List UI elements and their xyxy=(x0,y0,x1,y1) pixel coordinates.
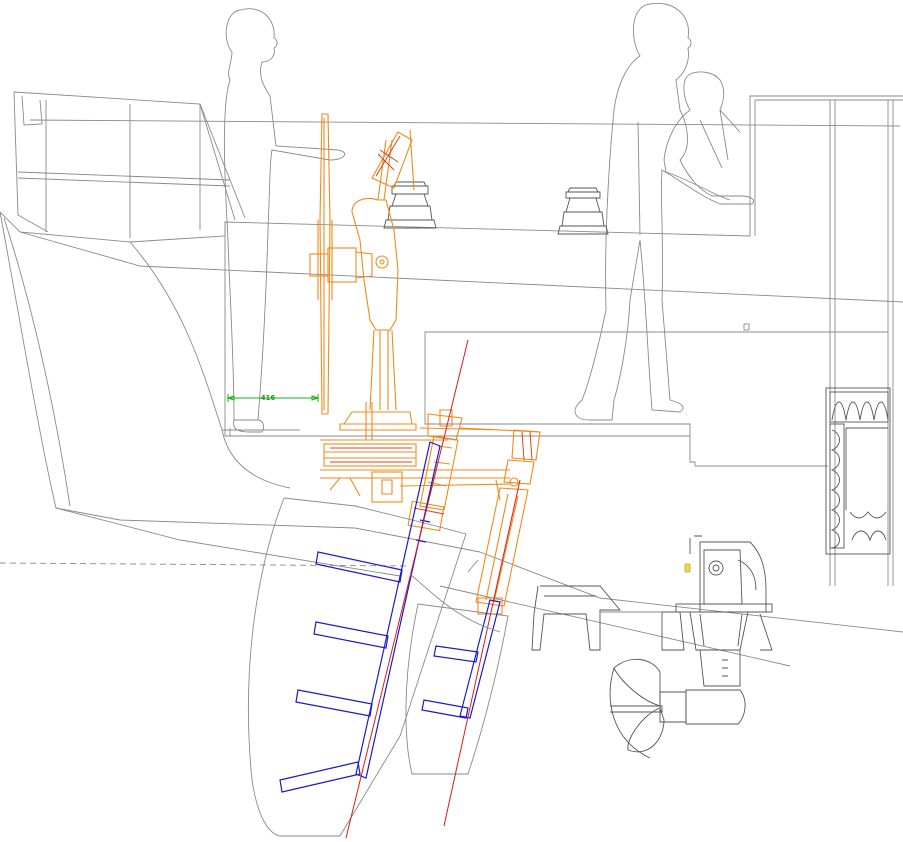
dimension-line: 416 xyxy=(226,394,320,402)
marker xyxy=(684,563,691,573)
insulation-panel xyxy=(825,387,891,555)
steering-linkage xyxy=(320,443,519,503)
skeg-outlines xyxy=(247,497,509,837)
railing xyxy=(13,91,901,238)
rudder-aft xyxy=(421,599,501,719)
rudder-stock-aft xyxy=(419,427,541,615)
steering-pedestal xyxy=(309,113,448,441)
winch-aft xyxy=(557,187,609,235)
hull-outline xyxy=(0,95,903,667)
rudder-axes xyxy=(345,339,521,839)
rudder-forward xyxy=(279,441,441,793)
person-seated xyxy=(663,71,741,201)
dimension-label: 416 xyxy=(261,394,276,402)
person-helmsman xyxy=(223,8,346,433)
saildrive xyxy=(659,535,773,725)
engine-mount xyxy=(531,585,685,651)
propeller xyxy=(609,658,665,759)
hull-details xyxy=(409,559,662,633)
